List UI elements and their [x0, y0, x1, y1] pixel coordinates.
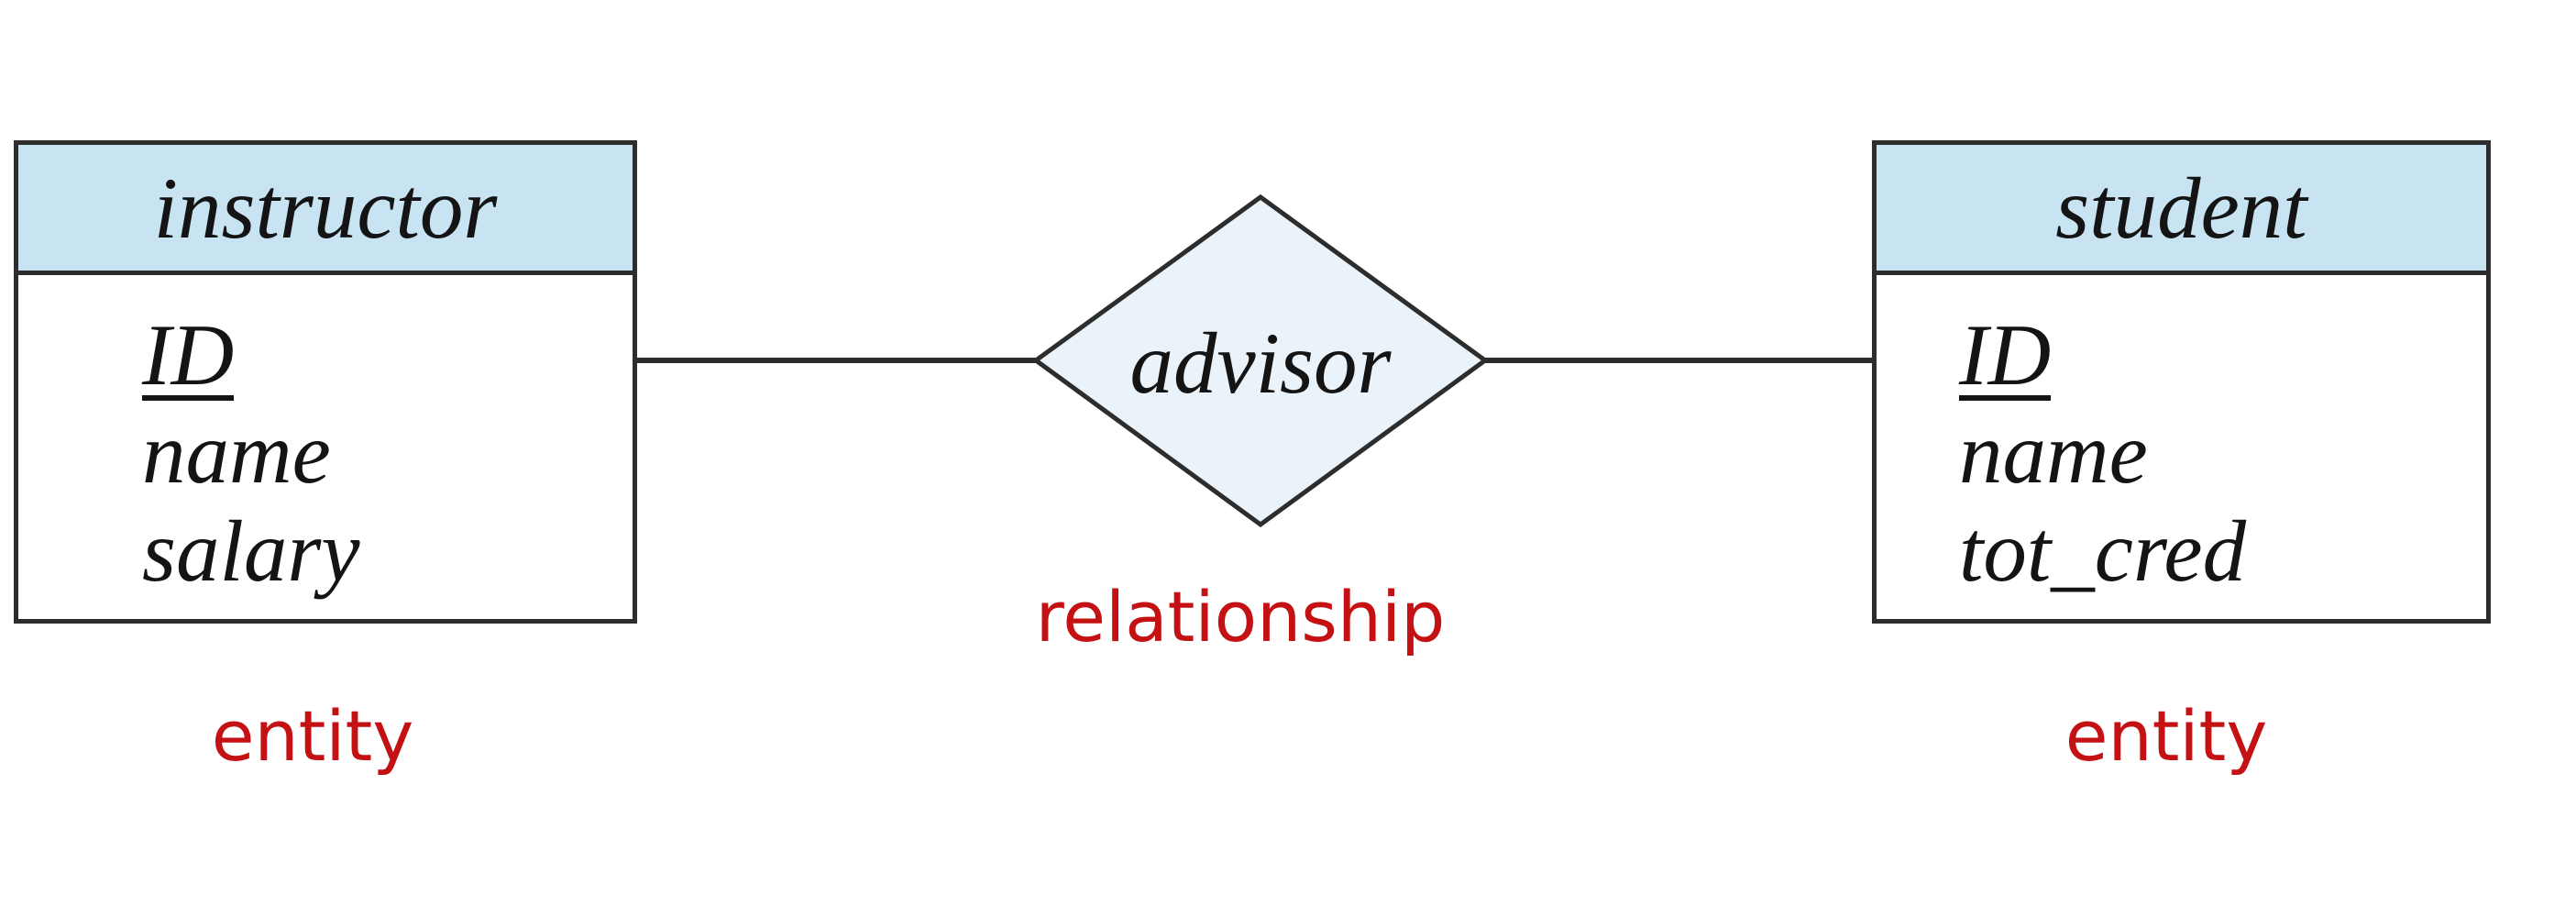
- attribute-label: name: [1959, 404, 2148, 502]
- entity-title-instructor: instructor: [18, 145, 633, 275]
- attribute-row: ID: [142, 306, 633, 404]
- primary-key-attribute: ID: [142, 306, 235, 403]
- annotation-relationship: relationship: [1035, 576, 1446, 657]
- entity-box-instructor: instructor ID name salary: [14, 140, 637, 624]
- primary-key-attribute: ID: [1959, 306, 2052, 403]
- annotation-entity-right: entity: [2064, 695, 2268, 777]
- attribute-label: name: [142, 404, 331, 502]
- attribute-row: name: [142, 404, 633, 503]
- entity-title-student: student: [1877, 145, 2486, 275]
- entity-attributes-instructor: ID name salary: [18, 275, 633, 601]
- relationship-diamond: [1031, 193, 1490, 528]
- relationship-name-label: advisor: [1129, 315, 1392, 412]
- attribute-row: ID: [1959, 306, 2486, 404]
- attribute-row: tot_cred: [1959, 503, 2486, 601]
- entity-box-student: student ID name tot_cred: [1872, 140, 2491, 624]
- attribute-label: salary: [142, 503, 360, 600]
- attribute-label: tot_cred: [1959, 503, 2247, 600]
- attribute-row: name: [1959, 404, 2486, 503]
- annotation-entity-left: entity: [211, 695, 414, 777]
- entity-attributes-student: ID name tot_cred: [1877, 275, 2486, 601]
- attribute-row: salary: [142, 503, 633, 601]
